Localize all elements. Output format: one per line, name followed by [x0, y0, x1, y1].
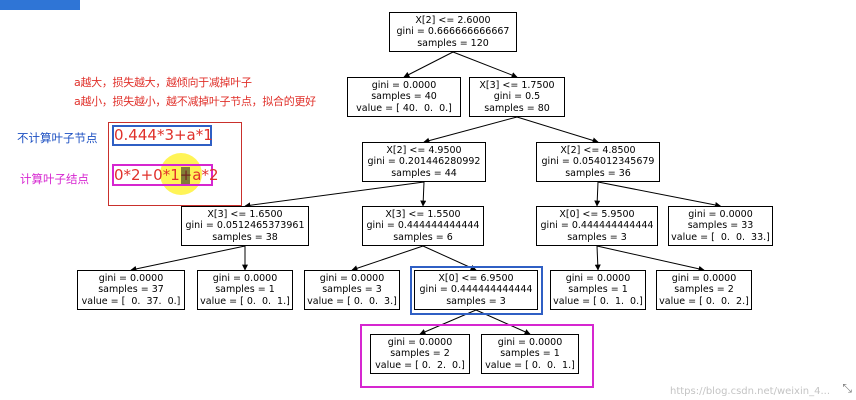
- resize-icon: ⤡: [842, 381, 852, 395]
- node-line: value = [ 40. 0. 0.]: [356, 102, 452, 114]
- node-line: samples = 6: [393, 231, 453, 243]
- node-line: X[3] <= 1.6500: [207, 208, 283, 220]
- node-line: gini = 0.444444444444: [366, 220, 480, 232]
- formula-leaf: 0*2+0*1+a*2: [114, 166, 219, 184]
- node-line: samples = 1: [215, 284, 275, 296]
- node-line: gini = 0.0000: [565, 272, 631, 284]
- node-line: gini = 0.0000: [497, 336, 563, 348]
- node-line: samples = 40: [371, 91, 437, 103]
- node-line: X[2] <= 4.9500: [386, 144, 462, 156]
- node-line: samples = 2: [390, 348, 450, 360]
- node-line: X[3] <= 1.5500: [385, 208, 461, 220]
- tree-edge: [452, 51, 518, 78]
- label-no-leaf: 不计算叶子节点: [17, 131, 98, 145]
- node-line: value = [ 0. 1. 0.]: [553, 295, 643, 307]
- formula-leaf-box: [112, 164, 213, 186]
- node-line: value = [ 0. 0. 1.]: [200, 295, 290, 307]
- node-line: gini = 0.054012345679: [541, 156, 655, 168]
- node-line: gini = 0.5: [493, 91, 541, 103]
- node-line: samples = 37: [98, 284, 164, 296]
- node-line: samples = 36: [565, 167, 631, 179]
- highlight-box-split-node: [410, 266, 543, 315]
- tree-edge: [596, 245, 705, 272]
- node-line: gini = 0.0000: [688, 208, 753, 220]
- tree-edge: [423, 116, 518, 144]
- highlight-box-leaf-pair: [360, 324, 594, 388]
- node-line: gini = 0.0000: [212, 272, 278, 284]
- label-leaf: 计算叶子结点: [20, 172, 89, 186]
- node-line: samples = 120: [417, 37, 489, 49]
- tree-edge: [351, 245, 424, 272]
- node-line: samples = 80: [484, 102, 550, 114]
- node-line: X[0] <= 5.9500: [559, 208, 635, 220]
- node-line: gini = 0.0000: [371, 79, 437, 91]
- node-line: X[2] <= 2.6000: [415, 14, 491, 26]
- node-line: samples = 1: [568, 284, 628, 296]
- node-line: gini = 0.666666666667: [396, 26, 510, 38]
- node-line: samples = 3: [322, 284, 382, 296]
- node-line: value = [ 0. 37. 0.]: [81, 295, 181, 307]
- node-line: samples = 1: [500, 348, 560, 360]
- tree-edge: [597, 181, 722, 208]
- window-tab-strip: [0, 0, 80, 10]
- node-line: samples = 3: [567, 231, 627, 243]
- tree-edge: [594, 181, 601, 207]
- node-line: gini = 0.444444444444: [419, 284, 533, 296]
- node-line: value = [ 0. 0. 2.]: [659, 295, 749, 307]
- node-line: gini = 0.0512465373961: [185, 220, 305, 232]
- watermark: https://blog.csdn.net/weixin_4...: [669, 386, 830, 397]
- formula-no-leaf: 0.444*3+a*1: [114, 126, 213, 144]
- node-line: samples = 33: [687, 220, 754, 232]
- node-line: gini = 0.201446280992: [367, 156, 481, 168]
- annotation-note-1: a越大，损失越大，越倾向于减掉叶子: [74, 76, 252, 89]
- text-cursor: [181, 167, 190, 184]
- node-line: gini = 0.0000: [319, 272, 385, 284]
- node-line: X[0] <= 6.9500: [438, 272, 514, 284]
- node-line: gini = 0.0000: [98, 272, 164, 284]
- node-line: X[3] <= 1.7500: [479, 79, 555, 91]
- node-line: gini = 0.0000: [671, 272, 737, 284]
- tree-edge: [420, 181, 427, 207]
- tree-edge: [244, 181, 425, 209]
- node-line: samples = 38: [212, 231, 278, 243]
- node-line: samples = 2: [674, 284, 734, 296]
- node-line: value = [ 0. 2. 0.]: [375, 359, 465, 371]
- annotation-note-2: a越小，损失越小，越不减掉叶子节点，拟合的更好: [74, 95, 316, 108]
- node-line: gini = 0.0000: [387, 336, 453, 348]
- node-line: value = [ 0. 0. 33.]: [671, 231, 770, 243]
- node-line: samples = 44: [391, 167, 457, 179]
- node-line: value = [ 0. 0. 1.]: [485, 359, 575, 371]
- node-line: gini = 0.444444444444: [540, 220, 654, 232]
- formula-no-leaf-box: [112, 125, 212, 146]
- tree-edge: [130, 245, 246, 272]
- tree-edge: [403, 51, 454, 78]
- tree-edge: [516, 116, 599, 144]
- tree-edge: [594, 245, 601, 271]
- formula-group-box: [108, 122, 242, 206]
- node-line: samples = 3: [446, 295, 506, 307]
- node-line: value = [ 0. 0. 3.]: [307, 295, 397, 307]
- node-line: X[2] <= 4.8500: [560, 144, 636, 156]
